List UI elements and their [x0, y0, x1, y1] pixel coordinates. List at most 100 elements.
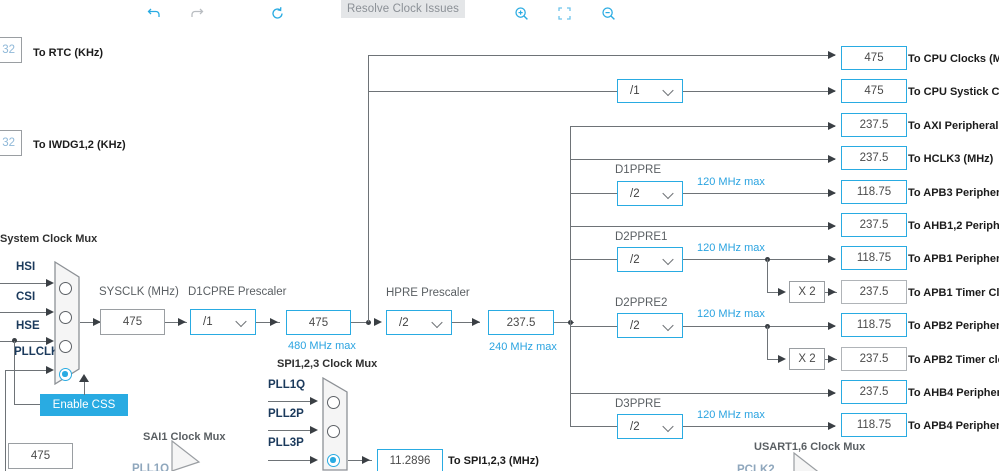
scm-radio-hsi[interactable] [59, 282, 72, 295]
output-value: 475 [864, 52, 884, 64]
d1ppre-out-wire [683, 193, 835, 195]
systick-wire-out [683, 91, 835, 93]
cpu-clocks-arrow [828, 51, 836, 59]
hpre-in-arrow [374, 318, 382, 326]
ahb4-tap-wire [570, 393, 835, 395]
d2ppre1-x2-drop [767, 259, 769, 292]
d1cpre-output-box[interactable]: 475 [286, 310, 351, 335]
scm-input-label-hsi: HSI [16, 261, 36, 273]
reset-icon[interactable] [265, 2, 289, 24]
d1cpre-in-arrow [178, 318, 186, 326]
scm-hse-arrow [46, 337, 54, 345]
output-value-box[interactable]: 237.5 [841, 146, 907, 170]
d3ppre-out-wire [683, 426, 835, 428]
scm-hse-junction [12, 338, 17, 343]
d2ppre2-out-arrow [828, 322, 836, 330]
chevron-down-icon [237, 318, 246, 327]
d2ppre1-out-arrow [828, 255, 836, 263]
d2ppre1-in-wire [570, 259, 618, 261]
output-value-box[interactable]: 237.5 [841, 113, 907, 137]
output-label: To CPU Systick Clock (MHz) [908, 86, 999, 98]
spi-radio-pll3p[interactable] [327, 454, 340, 467]
sai-input-label-pll1q: PLL1Q [132, 463, 170, 471]
output-label: To HCLK3 (MHz) [908, 153, 994, 165]
bottom-left-value-box[interactable]: 475 [8, 443, 73, 469]
css-stem [84, 381, 86, 395]
d1ppre-max-label: 120 MHz max [697, 176, 765, 188]
output-label: To APB1 Timer Clocks (MHz) [908, 287, 999, 299]
scm-pllclk-drop [5, 370, 7, 471]
d2ppre2-x2-wire [767, 359, 782, 361]
cpu-branch-riser [368, 55, 370, 322]
output-value-box[interactable]: 475 [841, 46, 907, 70]
d1ppre-select[interactable]: /2 [617, 181, 683, 206]
scm-pllclk-wire [5, 370, 48, 372]
hclk3-tap-wire [570, 159, 835, 161]
spi-pll2p-wire [268, 430, 316, 432]
sai-clock-mux[interactable] [171, 440, 201, 471]
hpre-max-label: 240 MHz max [489, 341, 557, 353]
chevron-down-icon [664, 255, 673, 264]
rtc-output-value[interactable]: 32 [0, 37, 22, 63]
d2ppre1-x2-arrow [778, 288, 786, 296]
systick-divider-select[interactable]: /1 [617, 79, 683, 103]
system-clock-mux-title: System Clock Mux [0, 233, 98, 245]
sysclk-value-box[interactable]: 475 [100, 309, 165, 335]
d2ppre1-x2-wire [767, 292, 782, 294]
output-value-box[interactable]: 237.5 [841, 213, 907, 237]
d3ppre-max-label: 120 MHz max [697, 409, 765, 421]
cpu-branch-junction [366, 320, 371, 325]
ahb12-tap-wire [570, 226, 835, 228]
css-arrow-up [79, 374, 89, 382]
spi-input-label-pll1q: PLL1Q [268, 379, 306, 391]
scm-hsi-wire [0, 283, 48, 285]
output-value: 118.75 [856, 319, 892, 331]
enable-css-button[interactable]: Enable CSS [40, 394, 128, 416]
d2ppre2-select[interactable]: /2 [617, 313, 683, 338]
spi-output-box[interactable]: 11.2896 [377, 449, 443, 471]
d2ppre1-out-wire [683, 259, 835, 261]
spi-output-value: 11.2896 [389, 454, 431, 467]
systick-divider-value: /1 [630, 85, 640, 97]
resolve-clock-issues-button[interactable]: Resolve Clock Issues [341, 0, 465, 18]
output-value-box[interactable]: 118.75 [841, 413, 907, 437]
zoom-in-icon[interactable] [509, 2, 533, 24]
hpre-prescaler-select[interactable]: /2 [386, 310, 452, 335]
scm-radio-csi[interactable] [59, 311, 72, 324]
d2ppre1-select[interactable]: /2 [617, 247, 683, 272]
output-value-box[interactable]: 118.75 [841, 313, 907, 337]
spi-pll3p-wire [268, 460, 316, 462]
output-value-box[interactable]: 118.75 [841, 246, 907, 270]
scm-radio-pllclk[interactable] [59, 368, 72, 381]
output-value: 237.5 [859, 119, 889, 131]
spi-pll1q-arrow [310, 397, 318, 405]
redo-icon[interactable] [185, 2, 209, 24]
fit-to-screen-icon[interactable] [552, 2, 576, 24]
d3ppre-value: /2 [630, 420, 640, 433]
apb1-timer-multiplier-value: X 2 [798, 286, 816, 298]
spi-radio-pll2p[interactable] [327, 425, 340, 438]
output-value-box[interactable]: 118.75 [841, 180, 907, 204]
d3ppre-label: D3PPRE [615, 398, 662, 410]
spi-radio-pll1q[interactable] [327, 396, 340, 409]
iwdg-output-value[interactable]: 32 [0, 130, 22, 156]
chevron-down-icon [664, 321, 673, 330]
rtc-output-label: To RTC (KHz) [33, 47, 104, 59]
output-label: To AHB4 Peripheral Clocks (MHz) [908, 387, 999, 399]
cpu-branch-wire [351, 322, 371, 324]
undo-icon[interactable] [142, 2, 166, 24]
scm-radio-hse[interactable] [59, 340, 72, 353]
d1cpre-output-value: 475 [308, 316, 329, 329]
d3ppre-select[interactable]: /2 [617, 414, 683, 439]
d1cpre-max-label: 480 MHz max [288, 340, 356, 352]
zoom-out-icon[interactable] [596, 2, 620, 24]
output-value: 237.5 [859, 286, 889, 298]
scm-input-label-hse: HSE [16, 320, 40, 332]
usart-clock-mux[interactable] [793, 452, 823, 471]
hclk-output-box[interactable]: 237.5 [488, 310, 554, 335]
output-value: 237.5 [859, 219, 889, 231]
d1cpre-prescaler-select[interactable]: /1 [190, 309, 256, 335]
output-value-box[interactable]: 237.5 [841, 380, 907, 404]
output-value-box[interactable]: 475 [841, 79, 907, 103]
